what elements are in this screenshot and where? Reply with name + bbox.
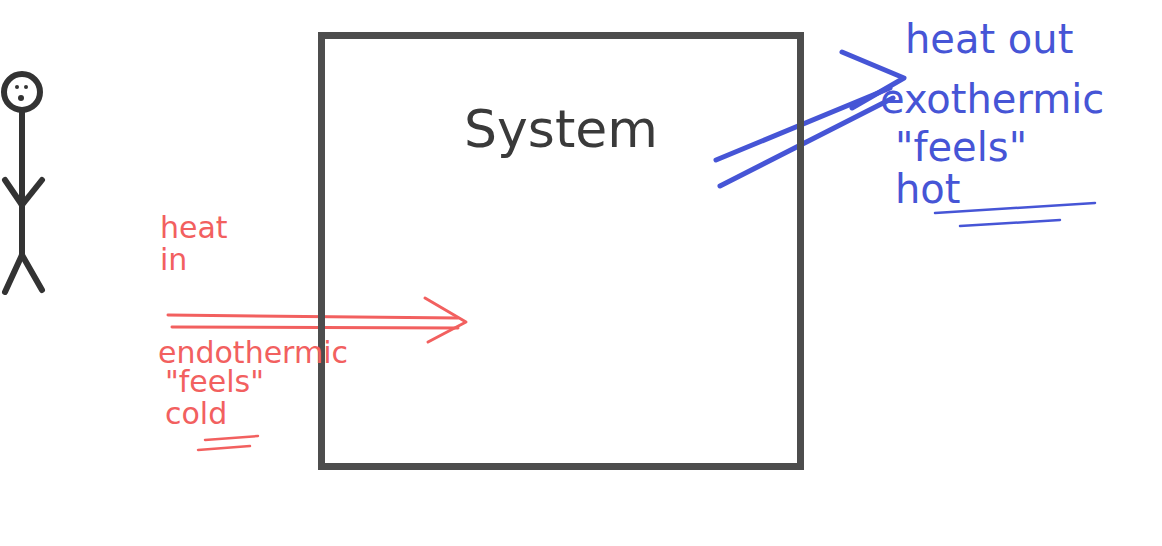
heat-out-arrow bbox=[716, 52, 904, 186]
figure-face bbox=[15, 85, 28, 101]
box-title: System bbox=[325, 99, 797, 159]
figure-arm bbox=[22, 180, 42, 205]
figure-body bbox=[19, 112, 25, 255]
stick-figure bbox=[4, 74, 42, 292]
underline bbox=[198, 436, 258, 450]
annotation: endothermic bbox=[158, 337, 418, 369]
heat-in-arrow bbox=[168, 298, 466, 342]
figure-mouth bbox=[18, 95, 24, 101]
annotation: "feels" hot bbox=[895, 126, 1035, 210]
figure-arm bbox=[5, 180, 22, 205]
figure-eye bbox=[15, 85, 19, 89]
annotation: heat out bbox=[905, 18, 1145, 60]
annotation: "feels" cold bbox=[165, 366, 275, 429]
figure-leg bbox=[5, 255, 22, 292]
figure-head bbox=[4, 74, 40, 110]
figure-leg bbox=[22, 255, 42, 290]
figure-eye bbox=[24, 85, 28, 89]
annotation: heat in bbox=[160, 212, 250, 275]
annotation: exothermic bbox=[880, 78, 1140, 120]
system-box: System bbox=[318, 32, 804, 470]
